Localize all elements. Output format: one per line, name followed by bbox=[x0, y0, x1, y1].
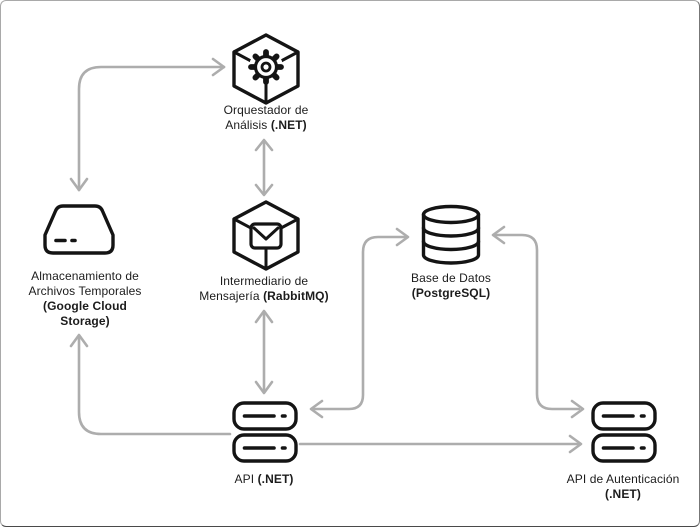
storage-label-tech-line1: (Google Cloud bbox=[43, 299, 127, 313]
connector-storage-orchestrator bbox=[69, 57, 226, 192]
auth-api-label: API de Autenticación (.NET) bbox=[550, 472, 696, 502]
broker-label-line1: Intermediario de bbox=[219, 274, 309, 288]
connector-api-database bbox=[309, 227, 410, 419]
connector-api-storage bbox=[69, 333, 232, 436]
database-cylinder-icon bbox=[421, 204, 481, 265]
storage-label-line2: Archivos Temporales bbox=[28, 284, 142, 298]
orchestrator-label: Orquestador de Análisis (.NET) bbox=[196, 103, 336, 133]
connector-database-auth bbox=[491, 225, 585, 419]
auth-api-label-tech: (.NET) bbox=[605, 487, 641, 501]
storage-label-line1: Almacenamiento de bbox=[31, 269, 139, 283]
storage-drive-icon bbox=[43, 204, 115, 255]
storage-label-tech-line2: Storage) bbox=[60, 314, 110, 328]
auth-api-label-line1: API de Autenticación bbox=[566, 472, 680, 486]
orchestrator-label-tech: (.NET) bbox=[270, 118, 307, 132]
broker-label-tech: (RabbitMQ) bbox=[263, 289, 329, 303]
orchestrator-label-line1: Orquestador de bbox=[223, 103, 309, 117]
orchestrator-label-line2: Análisis bbox=[225, 118, 271, 132]
storage-label: Almacenamiento de Archivos Temporales (G… bbox=[11, 269, 159, 329]
broker-label-line2: Mensajería bbox=[199, 289, 264, 303]
server-stack-icon bbox=[591, 401, 657, 463]
database-label-tech: (PostgreSQL) bbox=[411, 286, 491, 300]
database-label-line1: Base de Datos bbox=[410, 271, 491, 285]
connector-broker-api bbox=[254, 309, 274, 395]
gear-cube-icon bbox=[232, 33, 300, 105]
api-label-line1: API bbox=[234, 472, 258, 486]
database-label: Base de Datos (PostgreSQL) bbox=[383, 271, 519, 301]
api-label: API (.NET) bbox=[196, 472, 332, 487]
server-stack-icon bbox=[232, 401, 298, 463]
api-label-tech: (.NET) bbox=[257, 472, 294, 486]
envelope-cube-icon bbox=[232, 200, 300, 271]
connector-orchestrator-broker bbox=[254, 138, 274, 197]
connector-api-auth bbox=[298, 434, 583, 454]
broker-label: Intermediario de Mensajería (RabbitMQ) bbox=[181, 274, 347, 304]
